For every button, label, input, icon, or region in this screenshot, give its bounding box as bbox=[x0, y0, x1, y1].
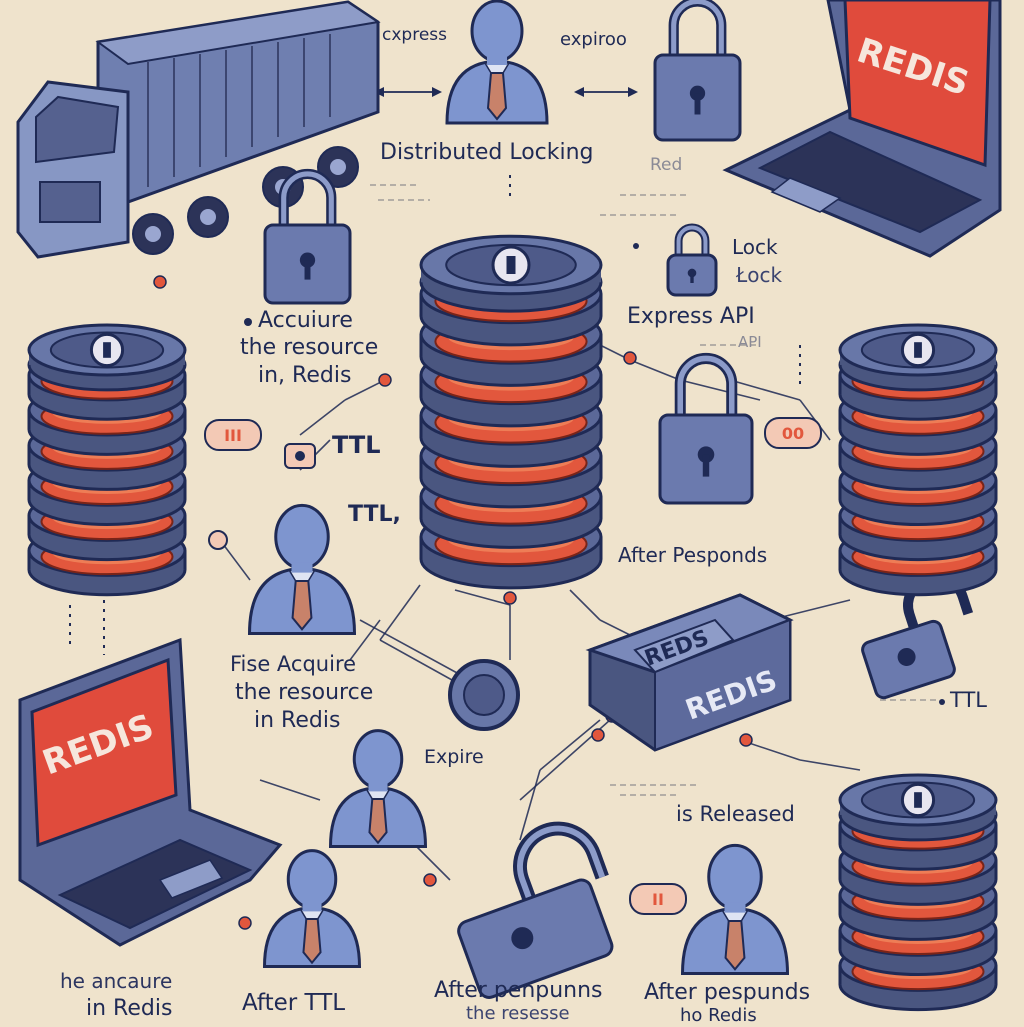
badge-text: 00 bbox=[782, 424, 804, 443]
label-bottom-1b: in Redis bbox=[86, 996, 173, 1021]
label-lock-2: Łock bbox=[736, 263, 783, 287]
redis-server-stack-center bbox=[419, 234, 603, 590]
badge-text: II bbox=[652, 890, 664, 909]
connector-lines bbox=[69, 87, 940, 881]
node-dot-icon bbox=[423, 873, 437, 887]
person-icon bbox=[328, 729, 428, 848]
label-bottom-1a: he ancaure bbox=[60, 969, 173, 993]
node-dot-icon bbox=[238, 916, 252, 930]
label-api-faint: API bbox=[738, 333, 762, 351]
redis-server-stack-right bbox=[838, 323, 998, 597]
ttl-tag-dot bbox=[295, 451, 305, 461]
person-icon bbox=[262, 849, 362, 968]
label-ttl-right: TTL bbox=[950, 688, 987, 712]
bullet-dot bbox=[939, 699, 945, 705]
person-icon bbox=[680, 843, 790, 975]
node-dot-icon bbox=[378, 373, 392, 387]
padlock-icon bbox=[666, 223, 718, 297]
label-expire: Expire bbox=[424, 746, 484, 768]
padlock-icon bbox=[658, 352, 754, 505]
center-node-inner bbox=[463, 674, 505, 716]
bullet-dot bbox=[633, 243, 639, 249]
padlock-tilted-bottom bbox=[457, 821, 614, 999]
badge-left: III bbox=[204, 419, 262, 451]
person-icon bbox=[247, 503, 357, 635]
label-ttl-a: TTL bbox=[332, 431, 381, 459]
node-dot-icon bbox=[623, 351, 637, 365]
label-bottom-3a: After pespunds bbox=[644, 980, 811, 1005]
label-bottom-2a: After penpunns bbox=[434, 978, 603, 1003]
small-lock-badge bbox=[208, 530, 228, 550]
label-express-api: Express API bbox=[627, 304, 755, 329]
label-lock-1: Lock bbox=[732, 235, 778, 259]
label-acquire-b3: in Redis bbox=[254, 708, 341, 733]
label-express-top: cxpress bbox=[382, 25, 447, 45]
label-acquire-1: Accuiure bbox=[258, 308, 353, 333]
label-bottom-2b: the resesse bbox=[466, 1003, 570, 1024]
label-acquire-b1: Fise Acquire bbox=[230, 652, 357, 676]
label-ttl-b: TTL, bbox=[348, 502, 401, 527]
badge-bottom: II bbox=[629, 883, 687, 915]
label-after-responds: After Pesponds bbox=[618, 543, 768, 567]
badge-right: 00 bbox=[764, 417, 822, 449]
laptop-touchpad bbox=[158, 859, 224, 899]
node-dot-icon bbox=[739, 733, 753, 747]
laptop-touchpad bbox=[770, 177, 842, 213]
label-acquire-2: the resource bbox=[240, 335, 379, 360]
label-bottom-after-ttl: After TTL bbox=[242, 990, 346, 1016]
redis-server-stack-left bbox=[27, 323, 187, 597]
label-acquire-b2: the resource bbox=[235, 680, 374, 705]
laptop-top-right: REDIS bbox=[722, 0, 1002, 258]
person-icon bbox=[445, 0, 549, 125]
padlock-icon bbox=[653, 0, 742, 142]
node-dot-icon bbox=[591, 728, 605, 742]
title-label: Distributed Locking bbox=[380, 140, 594, 165]
padlock-icon bbox=[263, 168, 352, 305]
label-acquire-3: in, Redis bbox=[258, 363, 352, 388]
node-dot-icon bbox=[153, 275, 167, 289]
label-expire-top: expiroo bbox=[560, 29, 627, 50]
label-is-released: is Released bbox=[676, 802, 795, 826]
node-dot-icon bbox=[503, 591, 517, 605]
label-bottom-3b: ho Redis bbox=[680, 1005, 757, 1026]
label-red-faint: Red bbox=[650, 155, 683, 175]
truck-icon bbox=[16, 0, 381, 259]
bullet-dot bbox=[244, 318, 252, 326]
badge-text: III bbox=[224, 426, 242, 445]
redis-server-stack-bottom-right bbox=[838, 773, 998, 1012]
